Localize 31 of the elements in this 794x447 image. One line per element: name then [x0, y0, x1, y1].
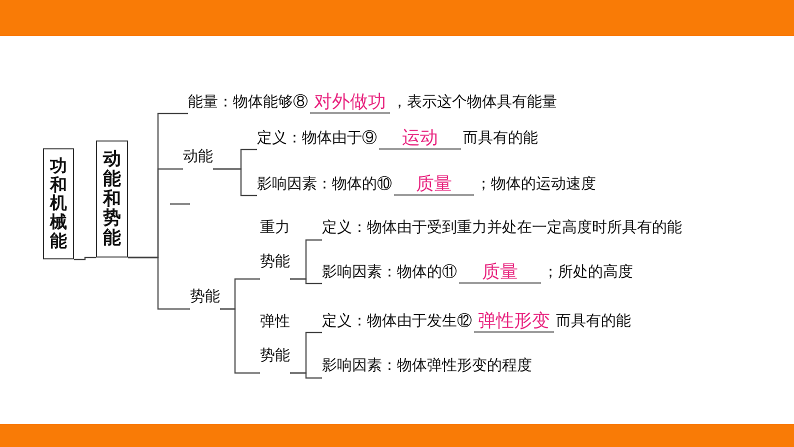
prompt-text: 而具有的能 — [556, 312, 631, 331]
bracket-line — [220, 308, 260, 374]
node-label: 势能 — [190, 289, 220, 305]
answer-text: 弹性形变 — [474, 310, 554, 332]
prompt-text: 能量：物体能够⑧ — [188, 93, 308, 112]
answer-text: 质量 — [394, 172, 474, 196]
bracket-line — [74, 256, 96, 260]
bracket-line — [128, 256, 190, 310]
prompt-text: ；所处的高度 — [543, 262, 633, 282]
prompt-text: 定义：物体由于⑨ — [257, 128, 377, 148]
statement-text: 影响因素：物体弹性形变的程度 — [322, 358, 532, 374]
node-label: 重力势能 — [260, 218, 290, 272]
answer-text: 质量 — [459, 260, 541, 284]
answer-text: 对外做功 — [310, 90, 390, 114]
prompt-text: ，表示这个物体具有能量 — [392, 93, 557, 112]
prompt-text: 而具有的能 — [463, 129, 538, 148]
prompt-text: 影响因素：物体的⑪ — [322, 263, 457, 282]
bracket-line — [290, 372, 322, 379]
title-box — [96, 140, 128, 258]
statement-text: 定义：物体由于受到重力并处在一定高度时所具有的能 — [322, 220, 682, 236]
answer-text: 运动 — [379, 126, 461, 150]
prompt-text: ；物体的运动速度 — [476, 174, 596, 194]
prompt-text: 定义：物体由于发生⑫ — [322, 312, 472, 331]
node-title: 功和机械能 — [50, 157, 67, 251]
node-title: 动能和势能 — [103, 150, 121, 248]
title-box — [43, 148, 74, 260]
node-label: 动能 — [183, 149, 213, 165]
node-label: 弹性势能 — [260, 312, 290, 366]
bracket-line — [290, 278, 322, 284]
prompt-text: 影响因素：物体的⑩ — [257, 175, 392, 194]
bracket-line — [213, 168, 257, 196]
